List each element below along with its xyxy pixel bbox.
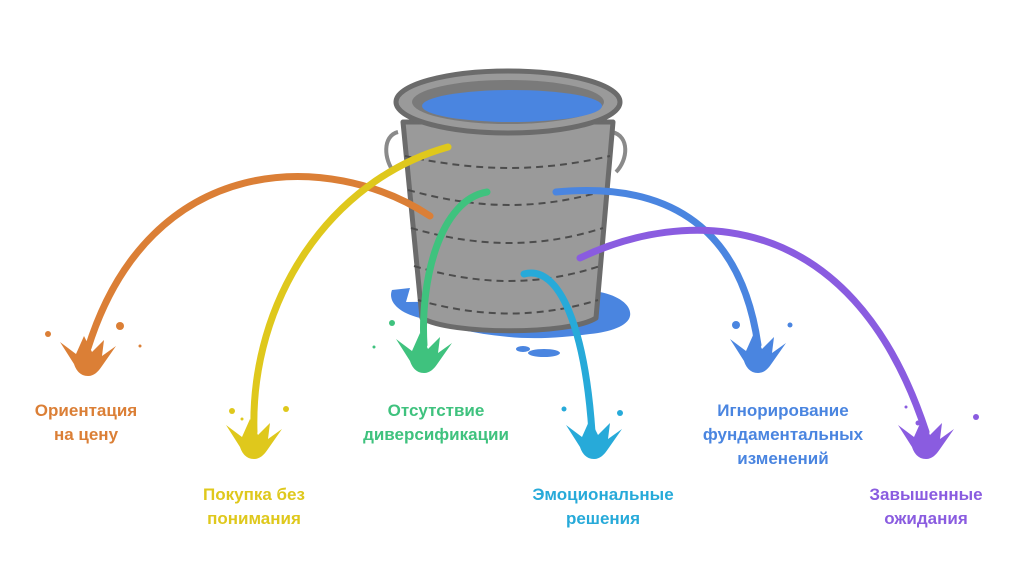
water-drop [528, 349, 560, 357]
stream-price [84, 173, 434, 352]
splash-icon [45, 322, 142, 376]
stream-emotion [520, 269, 596, 436]
splash-icon [561, 406, 623, 459]
bucket-icon [393, 68, 623, 334]
stream-divers [420, 188, 491, 349]
splash-icon [730, 321, 793, 373]
water-drop [516, 346, 530, 352]
stream-ignore [552, 186, 762, 349]
stream-buying [250, 143, 452, 436]
splash-icon [372, 320, 452, 373]
stream-expect [576, 226, 930, 436]
splash-icon [898, 405, 979, 459]
splash-icon [226, 406, 289, 459]
bucket-handle [611, 130, 628, 174]
